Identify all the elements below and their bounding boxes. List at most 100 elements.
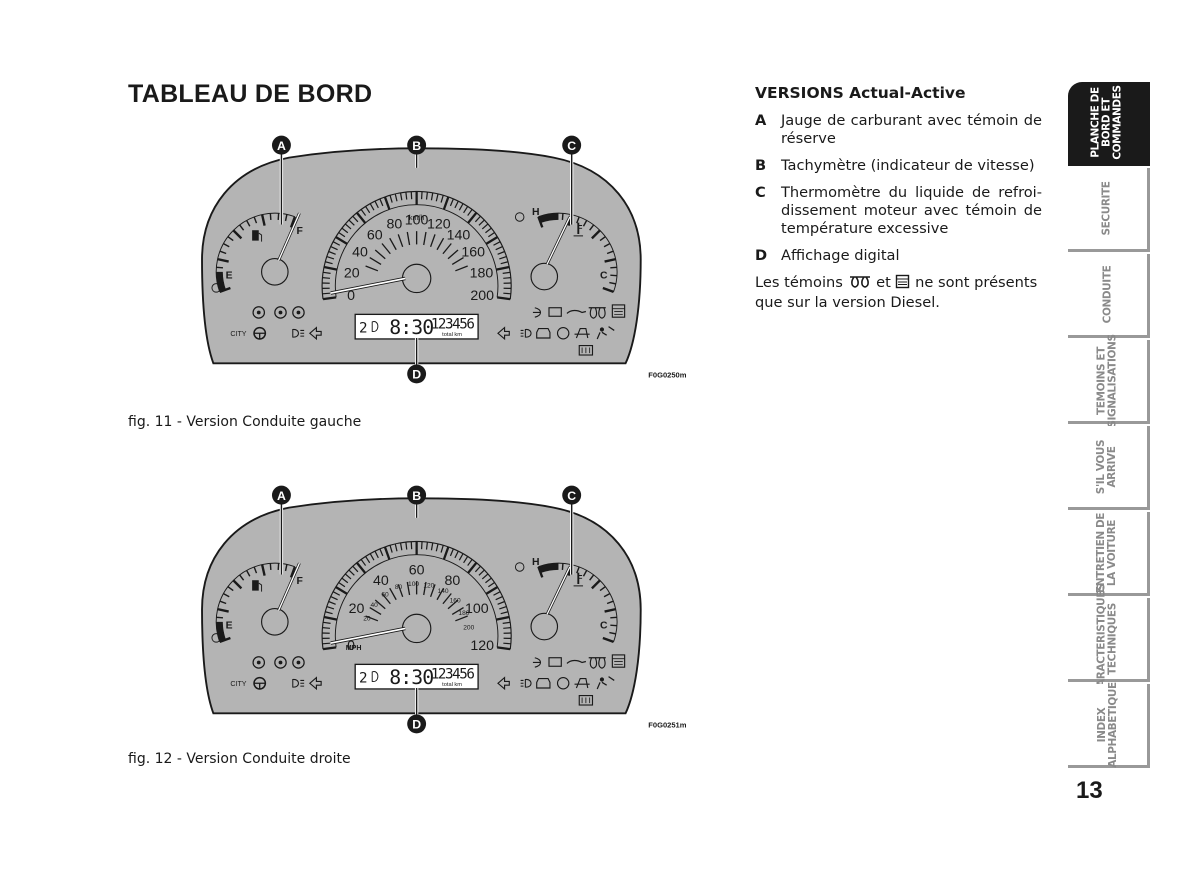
coolant-thermometer-icon: [573, 222, 584, 237]
temp-tick: [610, 266, 617, 269]
display-odometer: 123456: [431, 667, 475, 683]
front-fog-icon: [532, 657, 542, 668]
chapter-tab[interactable]: S'IL VOUS ARRIVE: [1068, 426, 1150, 510]
speedo-tick: [323, 615, 338, 621]
speedo-tick: [332, 241, 341, 246]
airbag-passenger-off-icon: [574, 677, 590, 689]
fuel-tick: [239, 574, 245, 581]
chapter-tab[interactable]: INDEX ALPHABETIQUE: [1068, 682, 1150, 768]
fuel-tick: [216, 616, 224, 619]
power-steering-icon: [253, 676, 267, 690]
figure-caption: fig. 11 - Version Conduite gauche: [128, 414, 362, 430]
speedo-tick: [341, 577, 349, 584]
display-odometer-label: total km: [442, 332, 462, 338]
speedo-unit-label: km/h: [409, 214, 424, 222]
temp-tick: [609, 631, 616, 635]
speedo-tick: [399, 542, 403, 551]
speedo-inner-tick: [381, 243, 391, 255]
rear-defrost-lines: [581, 347, 591, 354]
speedo-tick: [502, 271, 511, 275]
speedo-tick: [496, 296, 511, 301]
speedo-tick: [322, 292, 331, 295]
speedo-inner-tick: [436, 237, 445, 251]
temp-tick: [591, 229, 601, 240]
chapter-tab[interactable]: TEMOINS ET SIGNALISATIONS: [1068, 334, 1150, 427]
speedo-tick: [326, 255, 335, 260]
fuel-tick: [217, 607, 229, 613]
speedo-label: 80: [444, 573, 460, 589]
fuel-tick: [219, 600, 227, 605]
speedo-tick: [442, 546, 450, 560]
oil-pressure-icon: [566, 309, 587, 314]
speedo-inner-tick: [406, 581, 411, 596]
handbrake-icon-shape: [274, 306, 287, 319]
water-in-fuel-icon: [611, 654, 626, 668]
speedo-tick: [394, 193, 398, 202]
legend-letter: B: [755, 157, 767, 174]
speedo-tick: [449, 198, 454, 207]
fuel-tick: [223, 593, 230, 598]
legend-letter: C: [755, 184, 766, 201]
chapter-tab[interactable]: PLANCHE DE BORD ET COMMANDES: [1068, 82, 1150, 166]
city-label: CITY: [230, 680, 246, 688]
temp-tick: [582, 220, 588, 227]
display-headlamp-icon: [371, 321, 379, 332]
display-gear: 2: [359, 670, 368, 686]
speedo-tick: [430, 542, 434, 551]
speedo-tick: [322, 296, 337, 301]
speedo-tick: [495, 245, 503, 251]
chapter-tab[interactable]: SECURITE: [1068, 168, 1150, 252]
steering-wheel-spokes: [254, 682, 266, 689]
speedo-label: 60: [367, 227, 383, 243]
chapter-tab[interactable]: CARACTERISTIQUES TECHNIQUES: [1068, 583, 1150, 694]
legend-item-d: D Affichage digital: [755, 247, 1042, 265]
fuel-pump-body: [252, 230, 259, 241]
fuel-empty-label: E: [226, 270, 233, 281]
airbag-head: [599, 677, 605, 682]
callout-letter: C: [567, 489, 576, 503]
airbag-icon: [596, 326, 615, 340]
rear-defrost-lines: [581, 697, 591, 704]
speedo-tick: [344, 573, 352, 580]
speedo-kmh-label: 140: [438, 588, 449, 595]
brake-fluid-icon: [556, 677, 570, 690]
note-text-middle: et: [876, 274, 891, 291]
chapter-tab-label: CARACTERISTIQUES TECHNIQUES: [1095, 583, 1119, 694]
speedo-tick: [502, 621, 511, 625]
temp-cold-label: C: [600, 270, 608, 281]
figure-code: F0G0251m: [648, 721, 686, 730]
speedo-tick: [348, 219, 355, 226]
speedo-tick: [496, 646, 511, 651]
chapter-tab[interactable]: ENTRETIEN DE LA VOITURE: [1068, 512, 1150, 596]
speedo-tick: [485, 227, 492, 234]
battery-icon: [548, 307, 562, 317]
speedo-label: 0: [347, 638, 355, 654]
temp-hot-zone: [538, 213, 559, 223]
speedo-inner-tick: [374, 249, 386, 260]
speedo-tick: [323, 621, 331, 625]
figure-code: F0G0250m: [648, 371, 686, 380]
speedo-kmh-label: 20: [363, 616, 371, 623]
glow-plug-icon: [588, 657, 606, 669]
speedo-tick: [440, 545, 444, 553]
speedo-tick: [323, 271, 331, 275]
speedo-tick: [503, 642, 511, 645]
speedo-tick: [341, 227, 349, 234]
fuel-tick: [253, 216, 258, 224]
steering-wheel-spokes: [254, 332, 266, 339]
speedo-tick: [497, 600, 505, 605]
speedo-label: 80: [387, 216, 403, 232]
fuel-empty-label: E: [226, 620, 233, 631]
legend-text: Tachymètre (indicateur de vitesse): [781, 157, 1035, 174]
high-beam-icon: [520, 328, 532, 338]
chapter-tab[interactable]: CONDUITE: [1068, 254, 1150, 338]
water-in-fuel-lines: [612, 308, 625, 315]
cluster-housing: [201, 147, 642, 365]
abs-icon: [252, 656, 266, 669]
speedo-inner-tick: [447, 249, 459, 260]
rear-defrost-icon: [578, 694, 594, 706]
handbrake-icon-dot: [278, 660, 283, 665]
fuel-tick: [216, 266, 224, 269]
display-headlamp-icon: [371, 671, 379, 682]
